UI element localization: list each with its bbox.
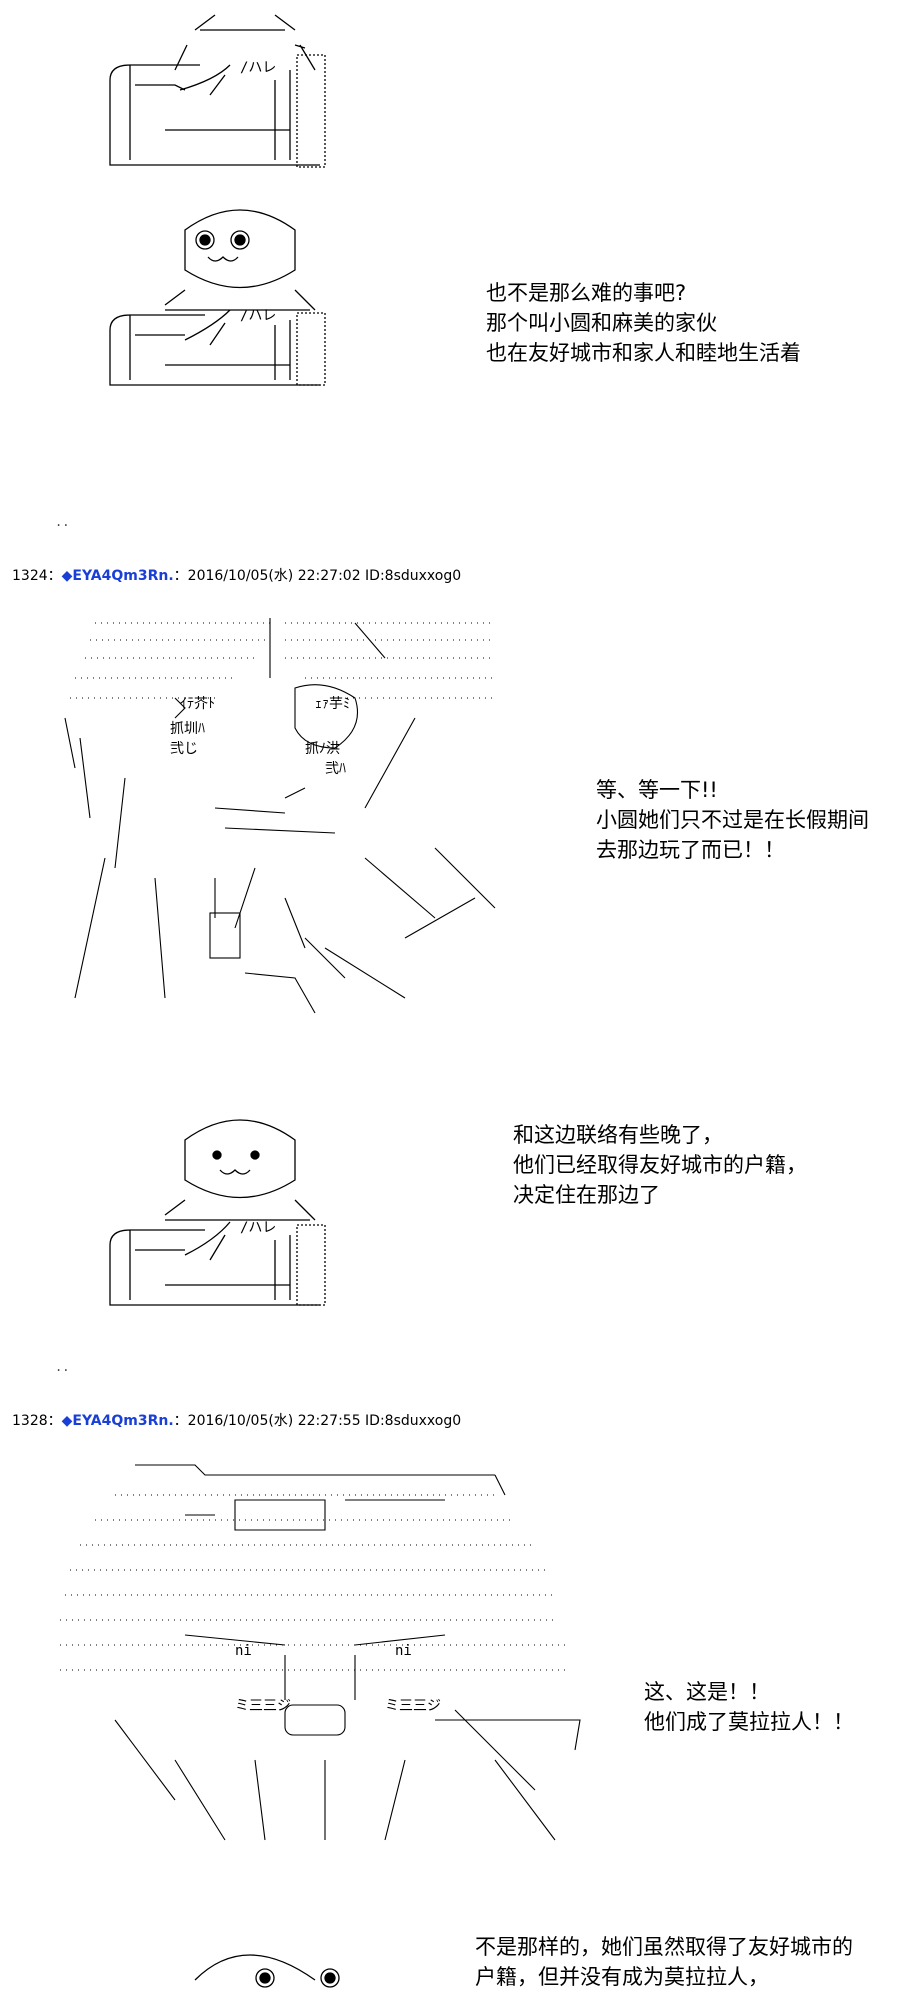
svg-text:弐じ: 弐じ (170, 741, 198, 757)
shocked-girls-art-2: ミ三三ジ ミ三三ジ ni ni (55, 1460, 595, 1860)
dialogue-3: 和这边联络有些晚了， 他们已经取得友好城市的户籍， 决定住在那边了 (513, 1123, 807, 1207)
post-header-1324: 1324：◆EYA4Qm3Rn.：2016/10/05(水) 22:27:02 … (12, 568, 462, 584)
svg-text:ｪｧ芋ﾐ: ｪｧ芋ﾐ (315, 696, 350, 712)
post-header-1328: 1328：◆EYA4Qm3Rn.：2016/10/05(水) 22:27:55 … (12, 1413, 462, 1429)
shocked-girls-art-1: ｲﾃ芥ﾄ ｪｧ芋ﾐ 抓圳ﾊ 抓ﾉ洪 弐じ 弐ﾊ (55, 618, 505, 1018)
svg-text:ミ三三ジ: ミ三三ジ (385, 1698, 441, 1714)
svg-text:抓ﾉ洪: 抓ﾉ洪 (305, 741, 340, 757)
cat-face-art-4 (185, 1920, 385, 2000)
dialogue-5: 不是那样的，她们虽然取得了友好城市的 户籍，但并没有成为莫拉拉人， (475, 1935, 853, 1989)
svg-text:/ハレ: /ハレ (240, 308, 276, 324)
svg-text:ni: ni (395, 1643, 412, 1659)
svg-text:ｲﾃ芥ﾄ: ｲﾃ芥ﾄ (180, 696, 215, 712)
poster-name-link-2[interactable]: EYA4Qm3Rn. (72, 1413, 174, 1429)
cat-on-couch-art-2: /ハレ (105, 195, 425, 395)
svg-text:/ハレ: /ハレ (240, 1220, 276, 1236)
svg-text:抓圳ﾊ: 抓圳ﾊ (170, 721, 205, 737)
dialogue-2: 等、等一下!! 小圆她们只不过是在长假期间 去那边玩了而已！！ (596, 778, 869, 862)
dialogue-4: 这、这是！！ 他们成了莫拉拉人！！ (644, 1680, 854, 1734)
cat-on-couch-art-1: /ハレ (105, 0, 425, 175)
poster-name-link[interactable]: EYA4Qm3Rn. (72, 568, 174, 584)
ellipsis-1: .. (55, 515, 70, 529)
dialogue-1: 也不是那么难的事吧? 那个叫小圆和麻美的家伙 也在友好城市和家人和睦地生活着 (486, 281, 801, 365)
svg-text:弐ﾊ: 弐ﾊ (325, 761, 346, 777)
cat-on-couch-art-3: /ハレ (105, 1100, 425, 1340)
svg-text:ni: ni (235, 1643, 252, 1659)
ellipsis-2: .. (55, 1360, 70, 1374)
svg-text:ミ三三ジ: ミ三三ジ (235, 1698, 291, 1714)
svg-text:/ハレ: /ハレ (240, 60, 276, 76)
